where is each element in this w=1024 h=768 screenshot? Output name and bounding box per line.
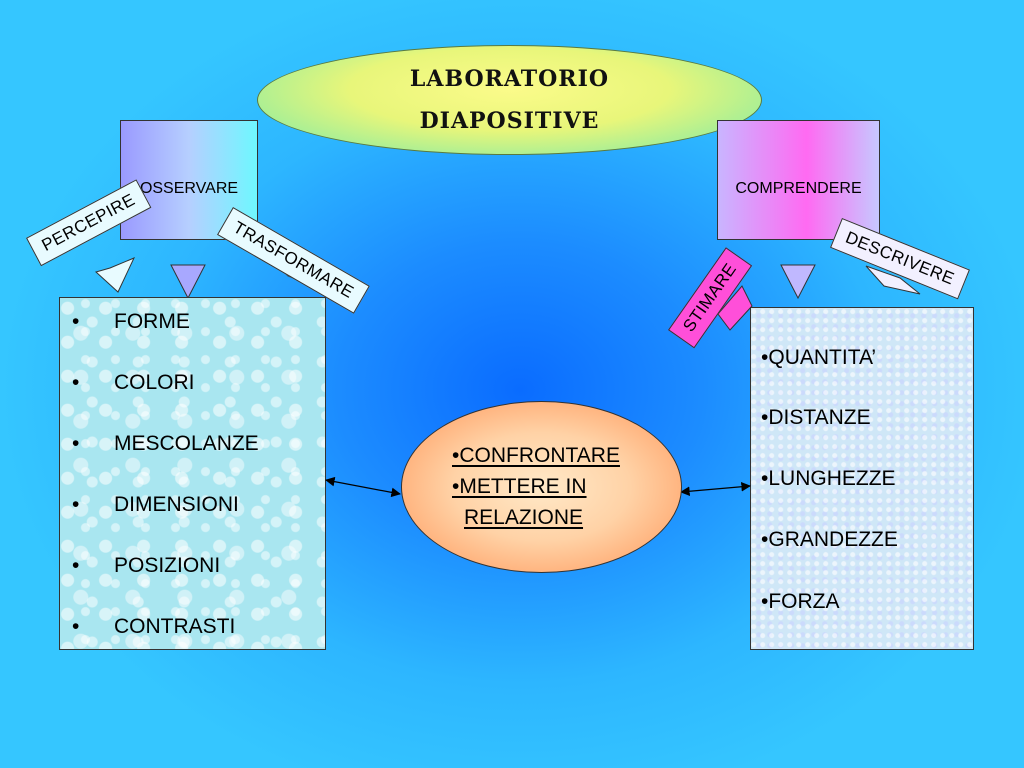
double-arrow-left-icon (325, 476, 401, 498)
right-list-box: •QUANTITA’ •DISTANZE •LUNGHEZZE •GRANDEZ… (750, 307, 974, 650)
list-item: •QUANTITA’ (761, 346, 877, 369)
left-list-box: •FORME •COLORI •MESCOLANZE •DIMENSIONI •… (59, 297, 326, 650)
list-item: •DIMENSIONI (72, 493, 239, 516)
center-line-1: •CONFRONTARE (452, 444, 620, 467)
osservare-label: OSSERVARE (139, 180, 239, 197)
list-item: •DISTANZE (761, 406, 871, 429)
callout-descrivere: DESCRIVERE (830, 218, 970, 300)
center-line-2: •METTERE IN (452, 475, 587, 498)
comprendere-label: COMPRENDERE (735, 180, 862, 197)
percepire-arrow-icon (94, 257, 136, 293)
center-ellipse: •CONFRONTARE •METTERE IN RELAZIONE (401, 401, 682, 573)
osservare-box: OSSERVARE (120, 120, 258, 240)
comprendere-box: COMPRENDERE (717, 120, 880, 240)
title-line-1: LABORATORIO (409, 66, 610, 92)
center-line-3: RELAZIONE (464, 506, 584, 529)
double-arrow-right-icon (680, 481, 751, 497)
callout-stimare: STIMARE (668, 247, 753, 349)
title-ellipse: LABORATORIO DIAPOSITIVE (257, 45, 762, 155)
list-item: •FORZA (761, 590, 840, 613)
title-line-2: DIAPOSITIVE (419, 108, 600, 134)
down-arrow-right-icon (780, 264, 816, 300)
list-item: •MESCOLANZE (72, 432, 259, 455)
list-item: •GRANDEZZE (761, 528, 898, 551)
list-item: •LUNGHEZZE (761, 467, 896, 490)
list-item: •COLORI (72, 371, 195, 394)
list-item: •CONTRASTI (72, 615, 236, 638)
list-item: •POSIZIONI (72, 554, 221, 577)
down-arrow-left-icon (170, 264, 206, 300)
list-item: •FORME (72, 310, 190, 333)
